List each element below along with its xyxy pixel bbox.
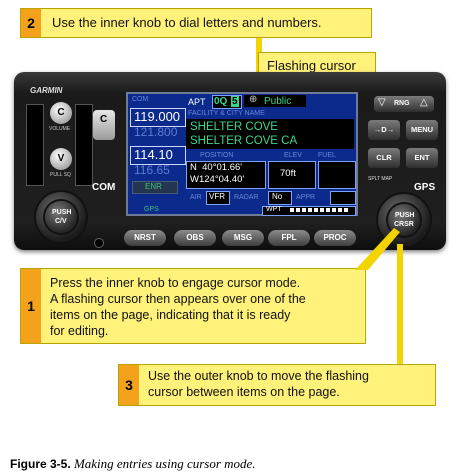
volume-label: VOLUME: [49, 126, 71, 132]
callout-press-inner-knob: [20, 268, 366, 344]
apt-type-field: [244, 95, 306, 107]
display-screen: [126, 92, 358, 216]
left-panel-bar: [26, 104, 44, 186]
proc-button[interactable]: PROC: [314, 230, 356, 246]
facility-box: [186, 119, 354, 149]
com-standby-freq: 121.800: [134, 125, 178, 139]
approach-box: [330, 191, 356, 205]
left-knob-push: PUSH: [52, 209, 72, 216]
wpt-page-indicator: [290, 208, 350, 212]
radar-label: RADAR: [234, 194, 259, 201]
msg-button[interactable]: MSG: [222, 230, 264, 246]
callout-1-pointer: [355, 228, 400, 270]
screen-com-label: COM: [132, 96, 149, 103]
flashing-cursor-char[interactable]: 5: [231, 96, 239, 107]
longitude: W124°04.40': [190, 174, 245, 185]
approach-label: APPR: [296, 194, 316, 201]
callout-badge-3: 3: [119, 365, 139, 405]
fuel-label: FUEL: [318, 152, 336, 159]
callout-2-text: Use the inner knob to dial letters and n…: [52, 15, 322, 30]
figure-text: Making entries using cursor mode.: [73, 456, 256, 471]
callout-1-line-3: items on the page, indicating that it is…: [50, 308, 291, 322]
com-label: COM: [92, 182, 116, 193]
range-button[interactable]: [374, 96, 434, 112]
photocell: [94, 238, 104, 248]
nav-active-freq: 114.10: [134, 147, 173, 162]
facility-label: FACILITY & CITY NAME: [188, 110, 265, 117]
vfr-value: VFR: [209, 192, 225, 201]
vfr-box: [206, 191, 230, 205]
com-active-box: [130, 108, 186, 127]
ent-button[interactable]: ENT: [406, 148, 438, 168]
squelch-knob[interactable]: V: [50, 148, 72, 170]
callout-3-line-2: cursor between items on the page.: [148, 385, 340, 399]
runway-icon: ⊕: [249, 94, 258, 105]
obs-button[interactable]: OBS: [174, 230, 216, 246]
enr-label: ENR: [145, 182, 162, 191]
radar-box: [268, 191, 292, 205]
callout-badge-1: 1: [21, 269, 41, 343]
callout-inner-knob: [20, 8, 372, 38]
callout-3-line-1: Use the outer knob to move the flashing: [148, 369, 369, 383]
fuel-box: [318, 161, 356, 189]
position-label: POSITION: [200, 152, 234, 159]
range-up-icon: △: [420, 97, 428, 108]
facility-name: SHELTER COVE: [190, 121, 278, 133]
split-map-label: SPLT MAP: [368, 176, 393, 182]
com-left-inner-knob[interactable]: [45, 201, 77, 233]
callout-outer-knob: [118, 364, 436, 406]
figure-label: Figure 3-5.: [10, 457, 71, 471]
com-active-freq: 119.000: [134, 109, 181, 124]
volume-knob[interactable]: C: [50, 102, 72, 124]
nrst-button[interactable]: NRST: [124, 230, 166, 246]
callout-1-line-4: for editing.: [50, 324, 109, 338]
clr-button[interactable]: CLR: [368, 148, 400, 168]
fpl-button[interactable]: FPL: [268, 230, 310, 246]
radar-value: No: [272, 192, 283, 201]
elev-box: [268, 161, 316, 189]
figure-caption: Figure 3-5. Making entries using cursor …: [10, 456, 256, 472]
flashing-cursor-text: Flashing cursor: [267, 58, 356, 73]
left-knob-cv: C/V: [55, 218, 67, 225]
menu-button[interactable]: MENU: [406, 120, 438, 140]
right-knob-push: PUSH: [395, 212, 415, 219]
apt-id: 0Q: [214, 96, 228, 107]
nav-standby-freq: 116.65: [134, 163, 170, 177]
wpt-label: WPT: [266, 206, 282, 213]
range-down-icon: ▽: [378, 97, 386, 108]
left-panel-bar-2: [75, 104, 93, 186]
position-box: [186, 161, 266, 189]
callout-badge-2: 2: [21, 9, 41, 37]
gps-mode-label: GPS: [144, 206, 159, 213]
apt-type: Public: [264, 96, 292, 107]
apt-label: APT: [188, 97, 206, 107]
right-knob-crsr: CRSR: [394, 221, 414, 228]
swap-label: C: [100, 114, 108, 125]
elev-label: ELEV: [284, 152, 302, 159]
callout-1-line-1: Press the inner knob to engage cursor mo…: [50, 276, 301, 290]
air-label: AIR: [190, 194, 202, 201]
nav-active-box: [130, 146, 186, 165]
latitude: N 40°01.66': [190, 162, 243, 173]
elevation: 70ft: [280, 168, 296, 179]
direct-to-button[interactable]: →D→: [368, 120, 400, 140]
enr-box: [132, 181, 178, 194]
com-swap-button[interactable]: [93, 110, 115, 140]
squelch-label: PULL SQ: [50, 172, 71, 178]
range-label: RNG: [394, 100, 410, 107]
gps-label: GPS: [414, 182, 436, 193]
garmin-logo: GARMIN: [30, 86, 63, 95]
facility-city: SHELTER COVE CA: [190, 135, 298, 147]
callout-3-pointer: [397, 244, 403, 364]
callout-1-line-2: A flashing cursor then appears over one …: [50, 292, 306, 306]
